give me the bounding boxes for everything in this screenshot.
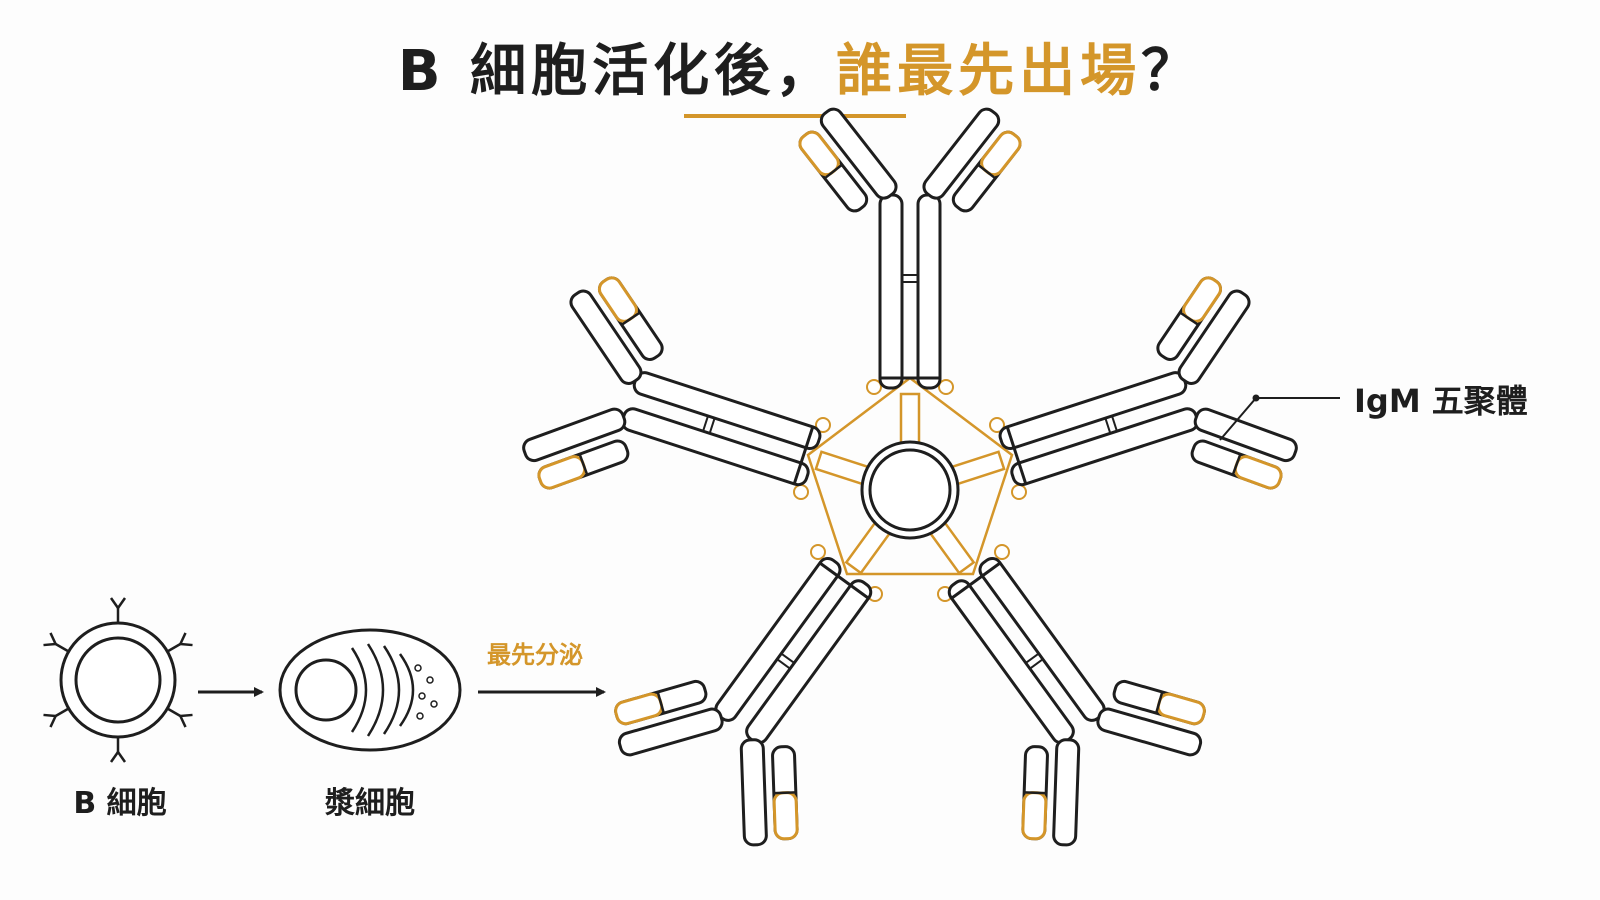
title-highlight: 誰最先出場 (836, 39, 1142, 104)
igm-pentamer-label: IgM 五聚體 (1354, 382, 1528, 420)
igm-monomer (947, 556, 1206, 847)
b-cell-icon (43, 597, 193, 763)
b-cell-label: B 細胞 (73, 786, 167, 821)
title-main: B 細胞活化後， (397, 39, 837, 104)
igm-monomer (998, 276, 1298, 490)
page-title: B 細胞活化後，誰最先出場？ (0, 26, 1600, 107)
igm-monomer (522, 276, 822, 490)
igm-joining-chain (793, 376, 1027, 602)
igm-leader-line (1219, 394, 1340, 441)
title-end: ？ (1141, 39, 1203, 104)
igm-monomer (614, 556, 873, 847)
plasma-cell-label: 漿細胞 (325, 786, 415, 821)
igm-pentamer (522, 107, 1298, 847)
title-underline (684, 114, 906, 118)
igm-monomer (798, 107, 1022, 390)
b-cell-receptors (43, 597, 193, 763)
igm-core (860, 440, 960, 540)
plasma-cell-icon (278, 628, 462, 752)
secrete-first-label: 最先分泌 (487, 641, 583, 669)
